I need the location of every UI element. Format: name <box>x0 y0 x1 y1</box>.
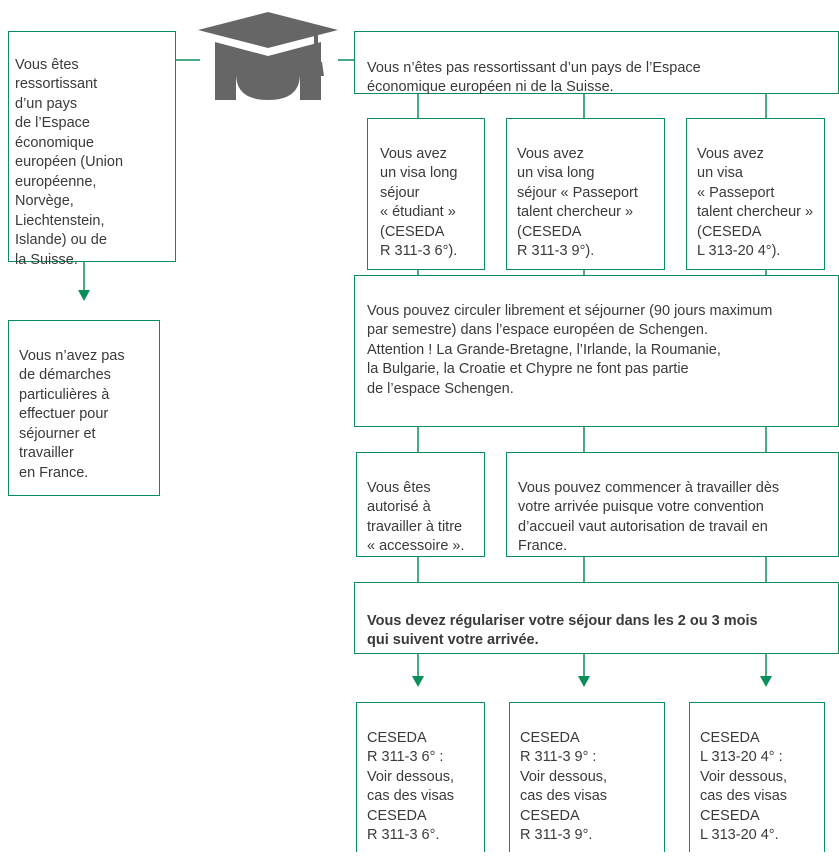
visa-student-box: Vous avez un visa long séjour « étudiant… <box>367 118 485 270</box>
eea-national-box: Vous êtes ressortissant d’un pays de l’E… <box>8 31 176 268</box>
visa-researcher-talent-box: Vous avez un visa « Passeport talent che… <box>686 118 825 270</box>
visa-researcher-long-box: Vous avez un visa long séjour « Passepor… <box>506 118 665 270</box>
schengen-text: Vous pouvez circuler librement et séjour… <box>367 302 773 397</box>
outcome-researcher-talent-text: CESEDA L 313-20 4° : Voir dessous, cas d… <box>700 729 788 844</box>
accessory-work-box: Vous êtes autorisé à travailler à titre … <box>356 452 485 557</box>
non-eea-national-text: Vous n’êtes pas ressortissant d’un pays … <box>367 59 701 96</box>
regularize-stay-text: Vous devez régulariser votre séjour dans… <box>367 612 758 649</box>
eea-national-text: Vous êtes ressortissant d’un pays de l’E… <box>15 56 124 268</box>
arrow-head <box>412 676 424 687</box>
arrow-head <box>760 676 772 687</box>
arrow-head <box>578 676 590 687</box>
visa-student-text: Vous avez un visa long séjour « étudiant… <box>380 145 458 260</box>
outcome-researcher-long-text: CESEDA R 311-3 9° : Voir dessous, cas de… <box>520 729 608 844</box>
visa-researcher-talent-text: Vous avez un visa « Passeport talent che… <box>697 145 814 260</box>
outcome-student-text: CESEDA R 311-3 6° : Voir dessous, cas de… <box>367 729 455 844</box>
work-start-box: Vous pouvez commencer à travailler dès v… <box>506 452 839 557</box>
visa-researcher-long-text: Vous avez un visa long séjour « Passepor… <box>517 145 638 260</box>
work-start-text: Vous pouvez commencer à travailler dès v… <box>518 479 780 555</box>
no-formalities-box: Vous n’avez pas de démarches particulièr… <box>8 320 160 496</box>
outcome-student-box: CESEDA R 311-3 6° : Voir dessous, cas de… <box>356 702 485 852</box>
no-formalities-text: Vous n’avez pas de démarches particulièr… <box>19 347 125 481</box>
outcome-researcher-long-box: CESEDA R 311-3 9° : Voir dessous, cas de… <box>509 702 665 852</box>
arrow-head <box>78 290 90 301</box>
accessory-work-text: Vous êtes autorisé à travailler à titre … <box>367 479 465 555</box>
schengen-box: Vous pouvez circuler librement et séjour… <box>354 275 839 427</box>
outcome-researcher-talent-box: CESEDA L 313-20 4° : Voir dessous, cas d… <box>689 702 825 852</box>
regularize-stay-box: Vous devez régulariser votre séjour dans… <box>354 582 839 654</box>
graduation-cap-icon <box>198 12 338 100</box>
non-eea-national-box: Vous n’êtes pas ressortissant d’un pays … <box>354 31 839 95</box>
